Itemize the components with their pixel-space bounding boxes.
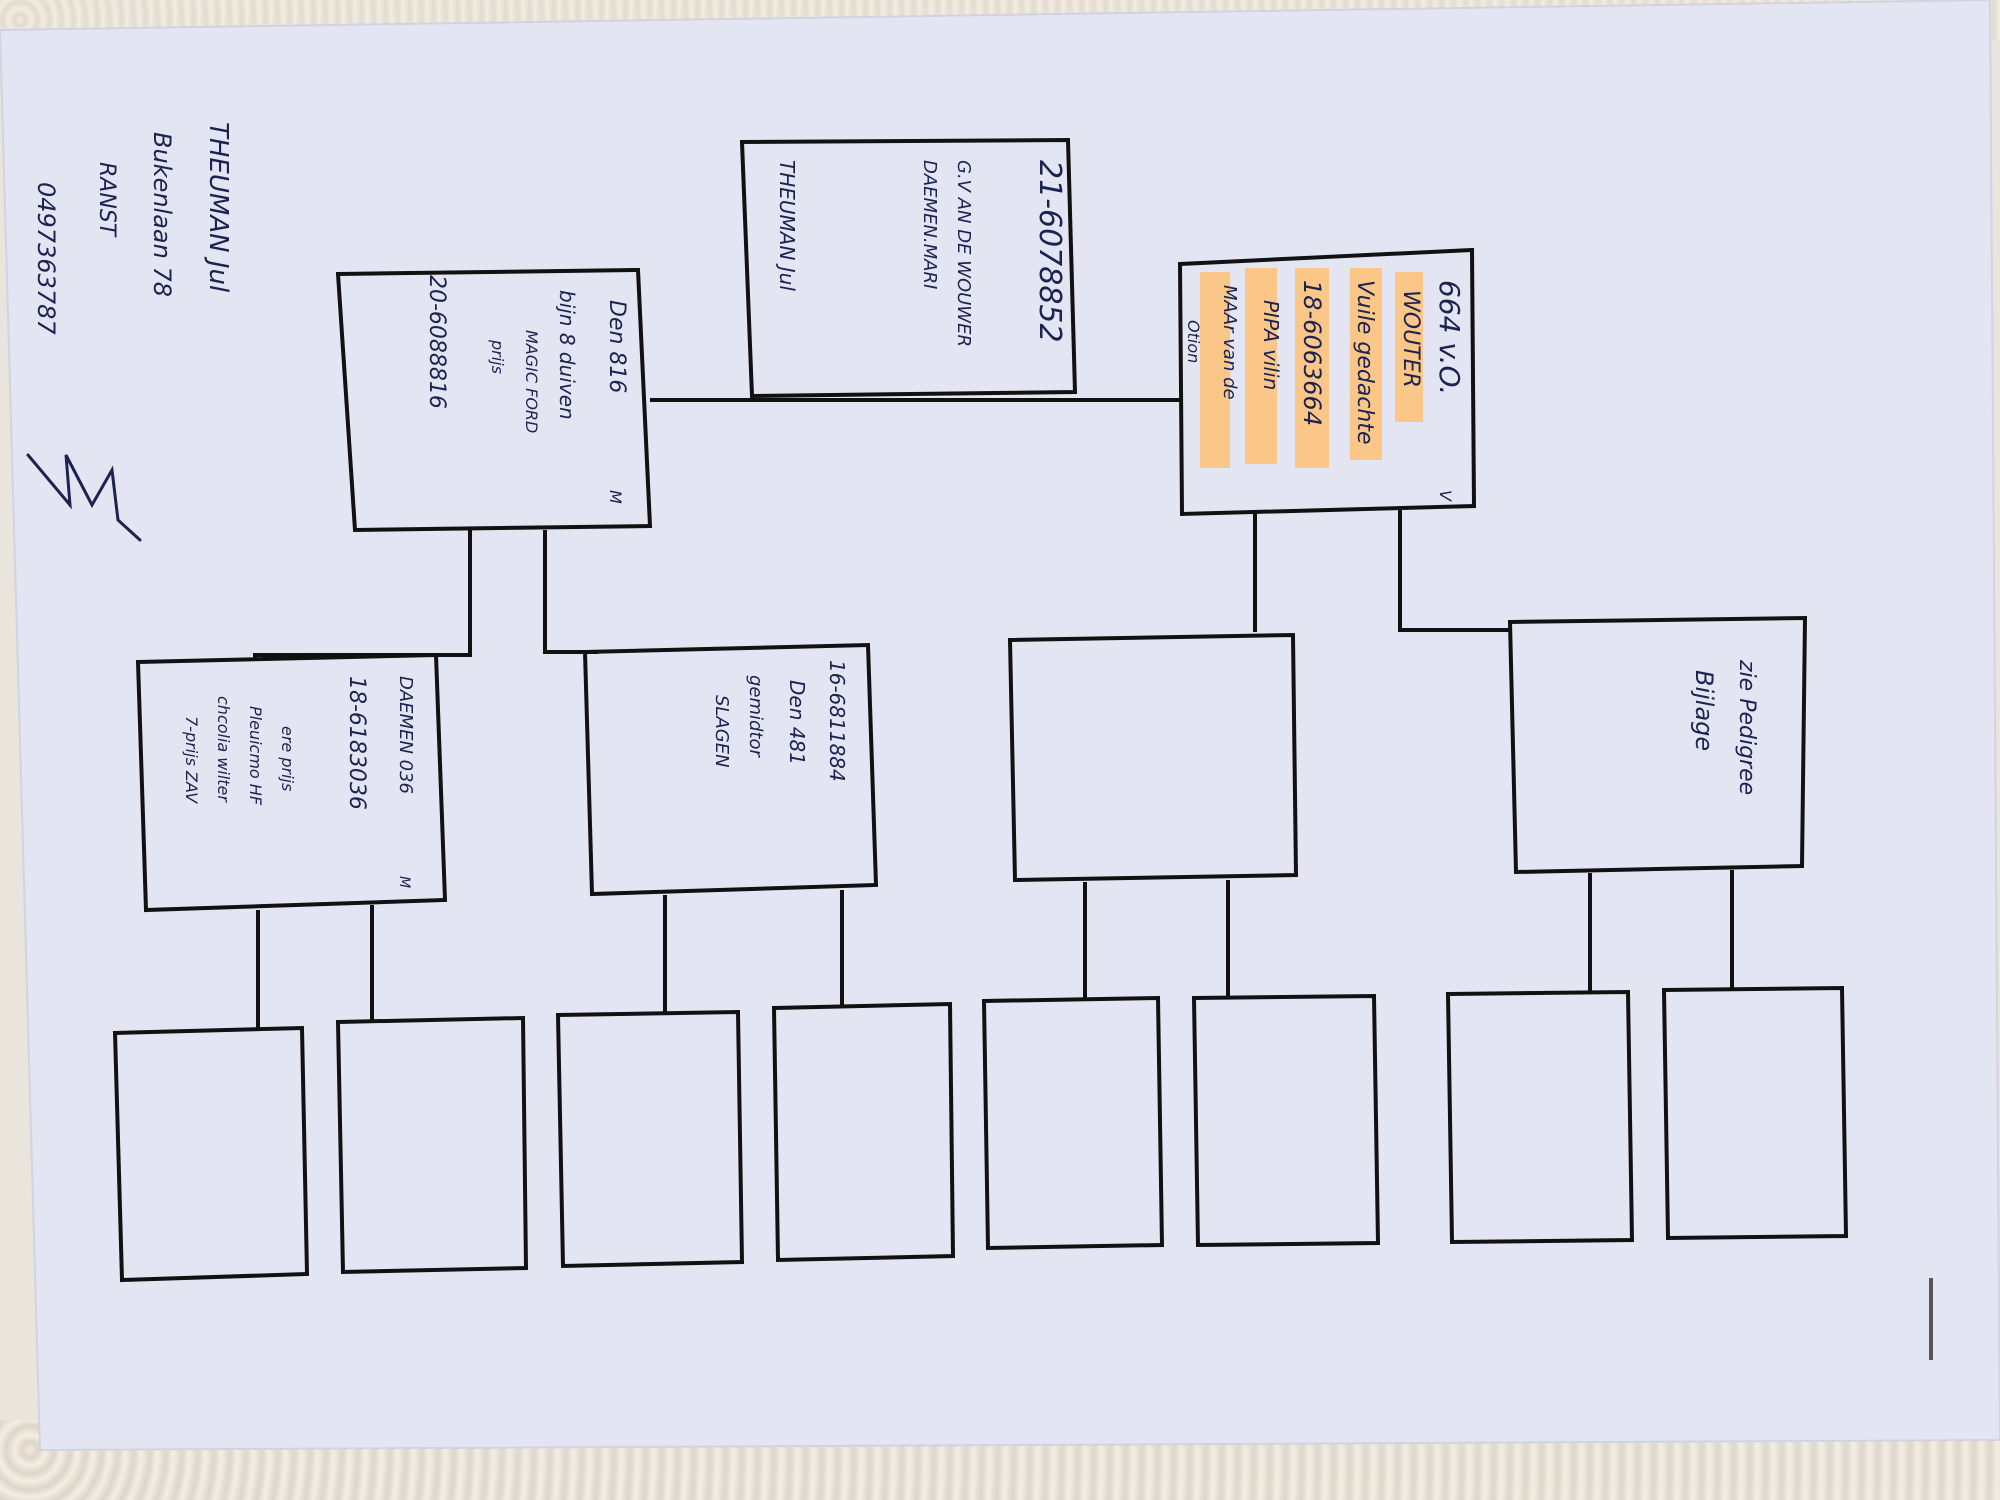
box-gen4-6 [1191, 993, 1381, 1248]
owner-name: THEUMAN Jul [203, 122, 233, 293]
highlight-strip-4 [1245, 268, 1277, 464]
sire-mother-line-4: SLAGEN [711, 695, 732, 768]
highlight-strip-2 [1350, 268, 1382, 460]
spouse-line-1: 21-6078852 [1032, 160, 1067, 343]
highlight-strip-3 [1295, 268, 1329, 468]
box-dam-mother: zie Pedigree Bijlage [1507, 615, 1808, 875]
sire-father-line-1: DAEMEN 036 [395, 676, 416, 794]
connector-sire-down-b [543, 530, 598, 654]
box-gen4-8 [1661, 985, 1849, 1241]
spouse-line-4: THEUMAN Jul [775, 160, 799, 291]
box-gen4-5 [981, 995, 1165, 1251]
sire-line-4: prijs [488, 339, 507, 374]
box-gen4-1 [112, 1025, 310, 1283]
owner-note: THEUMAN Jul Bukenlaan 78 RANST 049736378… [32, 122, 233, 335]
spouse-line-3: DAEMEN.MARI [919, 160, 940, 289]
box-gen4-2 [335, 1015, 529, 1275]
box-gen4-3 [555, 1009, 745, 1269]
sire-marker: M [606, 490, 625, 504]
root-line-4: 18-6063664 [1298, 280, 1326, 426]
box-sire-father: DAEMEN 036 18-6183036 ere prijs Pleuicmo… [135, 652, 448, 913]
sire-mother-line-2: Den 481 [785, 680, 809, 765]
box-spouse: 21-6078852 G.V AN DE WOUWER DAEMEN.MARI … [739, 137, 1078, 399]
fourth-level-boxes [112, 985, 1849, 1283]
root-line-5: PIPA vilin [1259, 300, 1283, 390]
sire-line-2: bijn 8 duiven [555, 290, 579, 420]
root-line-3: Vuile gedachte [1352, 280, 1377, 445]
owner-city: RANST [94, 162, 119, 238]
box-dam-father [1007, 632, 1299, 883]
owner-street: Bukenlaan 78 [148, 132, 176, 297]
sire-father-line-6: 7-prijs ZAV [182, 716, 201, 804]
sire-father-line-4: Pleuicmo HF [246, 706, 265, 806]
box-gen4-7 [1445, 989, 1635, 1245]
root-marker: V [1436, 490, 1455, 502]
connector-root-down-b [1398, 510, 1510, 632]
spouse-line-2: G.V AN DE WOUWER [953, 160, 974, 347]
sire-line-5: 20-6088816 [424, 275, 449, 409]
box-gen4-4 [771, 1001, 956, 1263]
sire-line-1: Den 816 [604, 300, 629, 393]
root-line-2: WOUTER [1398, 290, 1423, 388]
owner-phone: 0497363787 [32, 182, 60, 335]
highlight-strip-5 [1200, 272, 1230, 468]
sire-father-line-3: ere prijs [278, 726, 297, 791]
sire-father-line-2: 18-6183036 [344, 676, 369, 810]
sire-mother-line-1: 16-6811884 [825, 660, 849, 782]
box-sire-mother: 16-6811884 Den 481 gemidtor SLAGEN [582, 642, 879, 897]
sire-mother-line-3: gemidtor [745, 675, 766, 759]
dam-mother-line-1: zie Pedigree [1734, 659, 1759, 795]
signature-mark [26, 453, 142, 542]
box-sire: Den 816 bijn 8 duiven MAGIC FORD prijs 2… [335, 267, 653, 533]
sire-father-line-5: chcolia wilter [214, 696, 233, 803]
root-line-1: 664 v.O. [1433, 280, 1466, 395]
staple [1929, 1278, 1933, 1360]
sire-line-3: MAGIC FORD [522, 330, 541, 433]
root-line-7: Otion [1184, 320, 1203, 363]
root-line-6: MAAr van de [1219, 285, 1240, 400]
box-root: 664 v.O. WOUTER Vuile gedachte 18-606366… [1177, 247, 1477, 517]
highlight-strip-1 [1395, 272, 1423, 422]
sire-father-marker: M [396, 876, 412, 888]
paper-sheet [0, 0, 2000, 1452]
dam-mother-line-2: Bijlage [1690, 670, 1718, 751]
